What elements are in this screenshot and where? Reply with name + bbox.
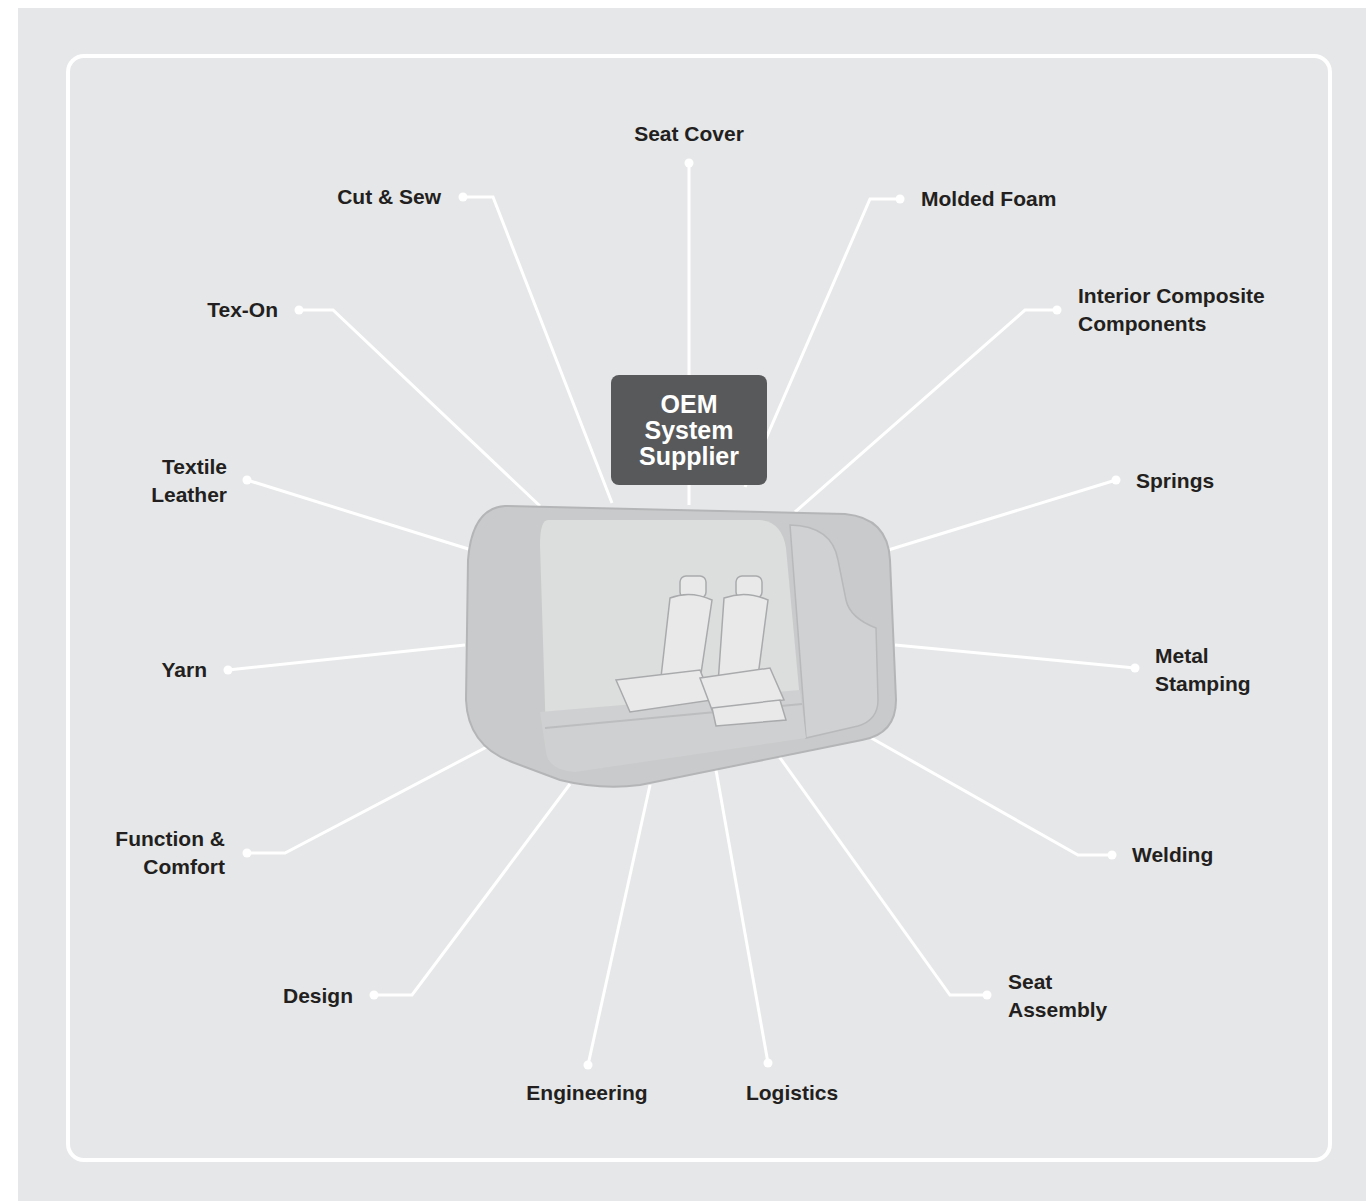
part-label: Welding bbox=[1132, 841, 1213, 869]
part-label: Engineering bbox=[526, 1079, 647, 1107]
leader-lines bbox=[228, 163, 1135, 1065]
supplier-box: OEM System Supplier bbox=[611, 375, 767, 485]
box-label: OEM System Supplier bbox=[630, 391, 748, 469]
background-panel bbox=[18, 8, 1366, 1201]
part-label: Interior Composite Components bbox=[1078, 282, 1310, 338]
part-label: Molded Foam bbox=[921, 185, 1056, 213]
part-label: Design bbox=[283, 982, 353, 1010]
part-label: Logistics bbox=[746, 1079, 838, 1107]
part-label: Cut & Sew bbox=[337, 183, 441, 211]
part-label: Textile Leather bbox=[127, 453, 227, 509]
part-label: Function & Comfort bbox=[93, 825, 225, 881]
leader-dots bbox=[224, 159, 1140, 1070]
part-label: Seat Cover bbox=[634, 120, 744, 148]
part-label: Springs bbox=[1136, 467, 1214, 495]
vehicle-cabin bbox=[466, 506, 896, 787]
frame bbox=[68, 56, 1330, 1160]
part-label: Metal Stamping bbox=[1155, 642, 1275, 698]
part-label: Seat Assembly bbox=[1008, 968, 1130, 1024]
part-label: Tex-On bbox=[207, 296, 278, 324]
part-label: Yarn bbox=[161, 656, 207, 684]
